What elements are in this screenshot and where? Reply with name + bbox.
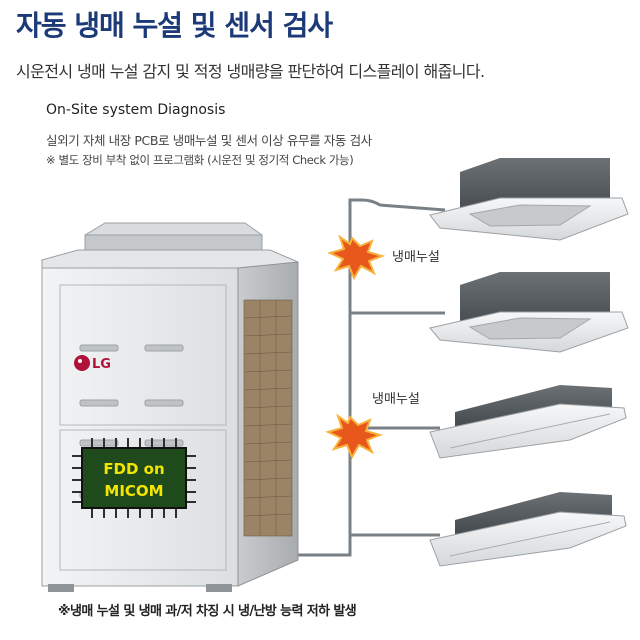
chip-label-line1: FDD on: [103, 460, 164, 478]
diagnosis-title: On-Site system Diagnosis: [46, 102, 226, 118]
chip-label-line2: MICOM: [104, 482, 163, 500]
ceiling-indoor-unit: [429, 492, 627, 567]
page-title: 자동 냉매 누설 및 센서 검사: [16, 9, 333, 42]
diagnosis-note: ※ 별도 장비 부착 없이 프로그램화 (시운전 및 정기적 Check 가능): [46, 153, 354, 167]
leak-label: 냉매누설: [392, 250, 440, 265]
lg-logo-icon: LG: [74, 355, 111, 372]
diagnosis-description: 실외기 자체 내장 PCB로 냉매누설 및 센서 이상 유무를 자동 검사: [46, 133, 372, 148]
cassette-indoor-unit: [429, 158, 629, 241]
cassette-indoor-unit: [429, 272, 629, 353]
outdoor-unit: [41, 222, 299, 592]
ceiling-indoor-unit: [429, 385, 627, 459]
leak-burst-icon: [325, 413, 384, 460]
leak-burst-icon: [327, 234, 386, 281]
leak-label: 냉매누설: [372, 392, 420, 407]
footnote: ※냉매 누설 및 냉매 과/저 차징 시 냉/난방 능력 저하 발생: [58, 604, 357, 619]
micom-chip-icon: FDD on MICOM: [72, 438, 196, 518]
page-subtitle: 시운전시 냉매 누설 감지 및 적정 냉매량을 판단하여 디스플레이 해줍니다.: [16, 62, 485, 81]
brand-logo-text: LG: [92, 357, 111, 372]
